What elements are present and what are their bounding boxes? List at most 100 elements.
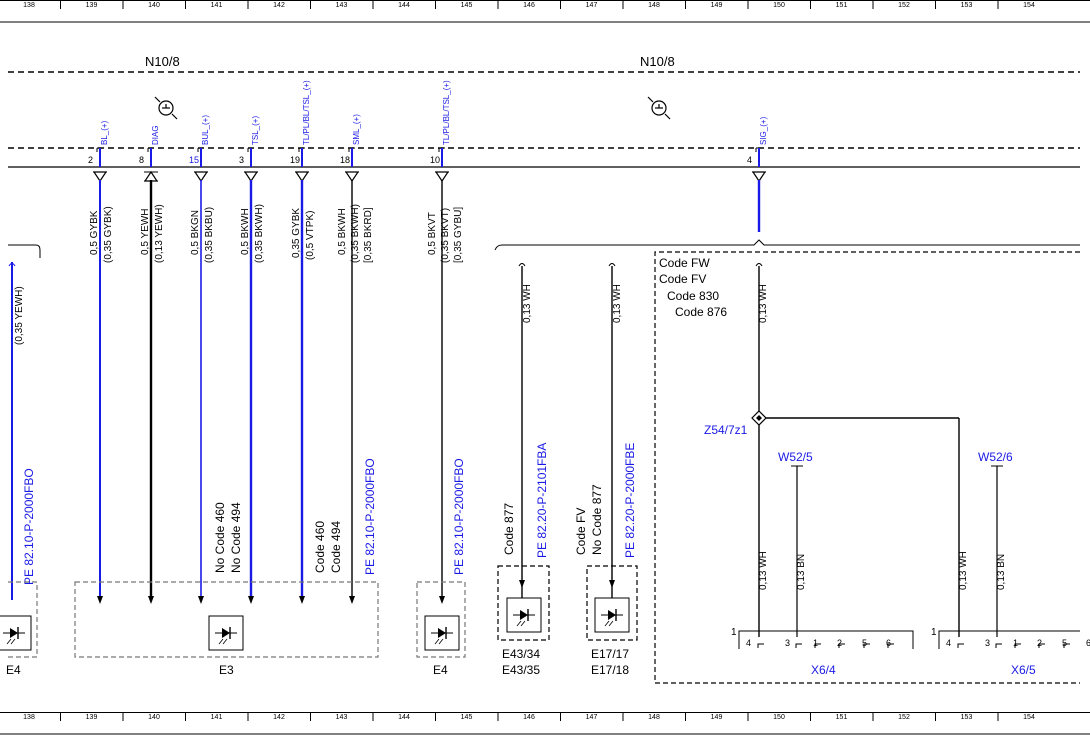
code-condition: Code FW: [659, 256, 710, 270]
ruler-cell: 152: [898, 2, 910, 9]
pin-number: 3: [239, 155, 244, 165]
component-label: E17/17: [591, 647, 629, 661]
module-label-right: N10/8: [640, 54, 675, 69]
pin-label: 3: [985, 638, 990, 648]
wire-label: 0,5 YEWH: [140, 209, 151, 256]
ruler-cell: 149: [711, 2, 723, 9]
ruler-cell: 139: [86, 714, 98, 721]
component-e3: E3: [74, 581, 379, 677]
harness-break-left: [8, 244, 41, 258]
splice-label: Z54/7z1: [704, 423, 748, 437]
pin-label: 1: [931, 627, 937, 638]
arrow-icon: [609, 580, 615, 588]
pin-label: 4: [746, 638, 751, 648]
ruler-cell: 145: [461, 714, 473, 721]
ruler-cell: 146: [523, 2, 535, 9]
wire-label: 0,13 BN: [996, 554, 1007, 590]
pin-label: 5: [862, 638, 867, 648]
wire-pin-19: 0,35 GYBK (0,5 VTPK): [291, 180, 316, 600]
wire-label: (0,35 BKBU): [204, 207, 215, 263]
reference-link[interactable]: PE 82.20-P-2101FBA: [535, 443, 549, 558]
ruler-cell: 141: [211, 2, 223, 9]
component-label: E17/18: [591, 663, 629, 677]
arrow-icon: [198, 596, 204, 604]
pin-number: 8: [139, 155, 144, 165]
wire-arrows: [97, 580, 615, 604]
pin-signal: SIG_(+): [759, 116, 768, 145]
pin-4: 4 SIG_(+): [747, 116, 768, 183]
wire-pin-18: 0,5 BKWH (0,35 BKWH) [0,35 BKRD]: [337, 180, 374, 600]
ruler-cell: 149: [711, 714, 723, 721]
pin-number: 10: [430, 155, 440, 165]
code-variant-box: [654, 251, 1080, 684]
ruler-cell: 151: [836, 714, 848, 721]
connector-x65: 1 4 3 1 2 5 6 X6/5: [931, 627, 1090, 677]
pin-8: 8 DIAG: [139, 125, 160, 182]
ruler-cell: 142: [273, 2, 285, 9]
code-condition: No Code 494: [229, 502, 243, 573]
wire-pin-2: 0,5 GYBK (0,35 GYBK): [89, 180, 114, 600]
ruler-cell: 147: [586, 714, 598, 721]
wire-label: 0,13 WH: [758, 551, 769, 590]
ruler-cell: 151: [836, 2, 848, 9]
shield-wire-w526: 0,13 BN: [991, 465, 1007, 637]
pin-3: 3 TSL_(+): [239, 116, 260, 183]
wire-label: (0,35 BKVT): [440, 208, 451, 263]
component-label: E4: [6, 663, 21, 677]
code-condition: Code 877: [502, 503, 516, 555]
code-condition: Code FV: [659, 272, 706, 286]
reference-link[interactable]: PE 82.10-P-2000FBO: [363, 458, 377, 575]
code-condition: Code 876: [675, 305, 727, 319]
component-e4-left: E4: [0, 581, 38, 677]
pin-number: 4: [747, 155, 752, 165]
pin-2: 2BL_(+): [88, 120, 109, 183]
ruler-cell: 141: [211, 714, 223, 721]
ruler-cell: 145: [461, 2, 473, 9]
wire-pin-3: 0,5 BKWH (0,35 BKWH): [240, 180, 265, 600]
ruler-cell: 153: [961, 2, 973, 9]
reference-link[interactable]: PE 82.10-P-2000FBO: [22, 468, 36, 585]
pin-label: 4: [946, 638, 951, 648]
wire-label: (0,35 GYBK): [103, 206, 114, 263]
reference-link[interactable]: PE 82.20-P-2000FBE: [623, 443, 637, 558]
component-label: E43/35: [502, 663, 540, 677]
shield-wire-w525: 0,13 BN: [791, 465, 807, 637]
wire-pin-10: 0,5 BKVT (0,35 BKVT) [0,35 GYBU]: [427, 180, 464, 600]
ruler-cell: 142: [273, 714, 285, 721]
wire-label: (0,35 BKWH): [350, 204, 361, 263]
pin-signal: TL/PL/BL/TSL_(+): [442, 80, 451, 145]
ruler-cell: 144: [398, 2, 410, 9]
wire-label: 0,13 WH: [522, 284, 533, 323]
pin-signal: BUL_(+): [201, 115, 210, 145]
splice-point: [751, 410, 767, 426]
ruler-cell: 153: [961, 714, 973, 721]
wire-label: 0,5 BKWH: [337, 208, 348, 255]
component-e17: E17/17 E17/18: [586, 565, 638, 677]
pin-label: 2: [1037, 638, 1042, 648]
wire-label: (0,35 YEWH): [14, 286, 25, 345]
pin-signal: DIAG: [151, 125, 160, 145]
ruler-cell: 147: [586, 2, 598, 9]
arrow-icon: [299, 596, 305, 604]
pin-label: 6: [886, 638, 891, 648]
pin-signal: TSL_(+): [251, 116, 260, 145]
ruler-cell: 150: [773, 714, 785, 721]
arrow-icon: [439, 596, 445, 604]
ruler-cell: 139: [86, 2, 98, 9]
wire-label: (0,5 VTPK): [305, 211, 316, 260]
ruler-cell: 150: [773, 2, 785, 9]
ruler-cell: 154: [1023, 714, 1035, 721]
wire-label: 0,5 BKWH: [240, 208, 251, 255]
arrow-icon: [248, 596, 254, 604]
pin-label: 2: [837, 638, 842, 648]
pin-label: 1: [731, 627, 737, 638]
wire-e17: 0,13 WH: [608, 263, 623, 600]
component-label: E4: [433, 663, 448, 677]
component-e4: E4: [416, 581, 466, 677]
reference-link[interactable]: PE 82.10-P-2000FBO: [452, 458, 466, 575]
pin-label: 5: [1062, 638, 1067, 648]
